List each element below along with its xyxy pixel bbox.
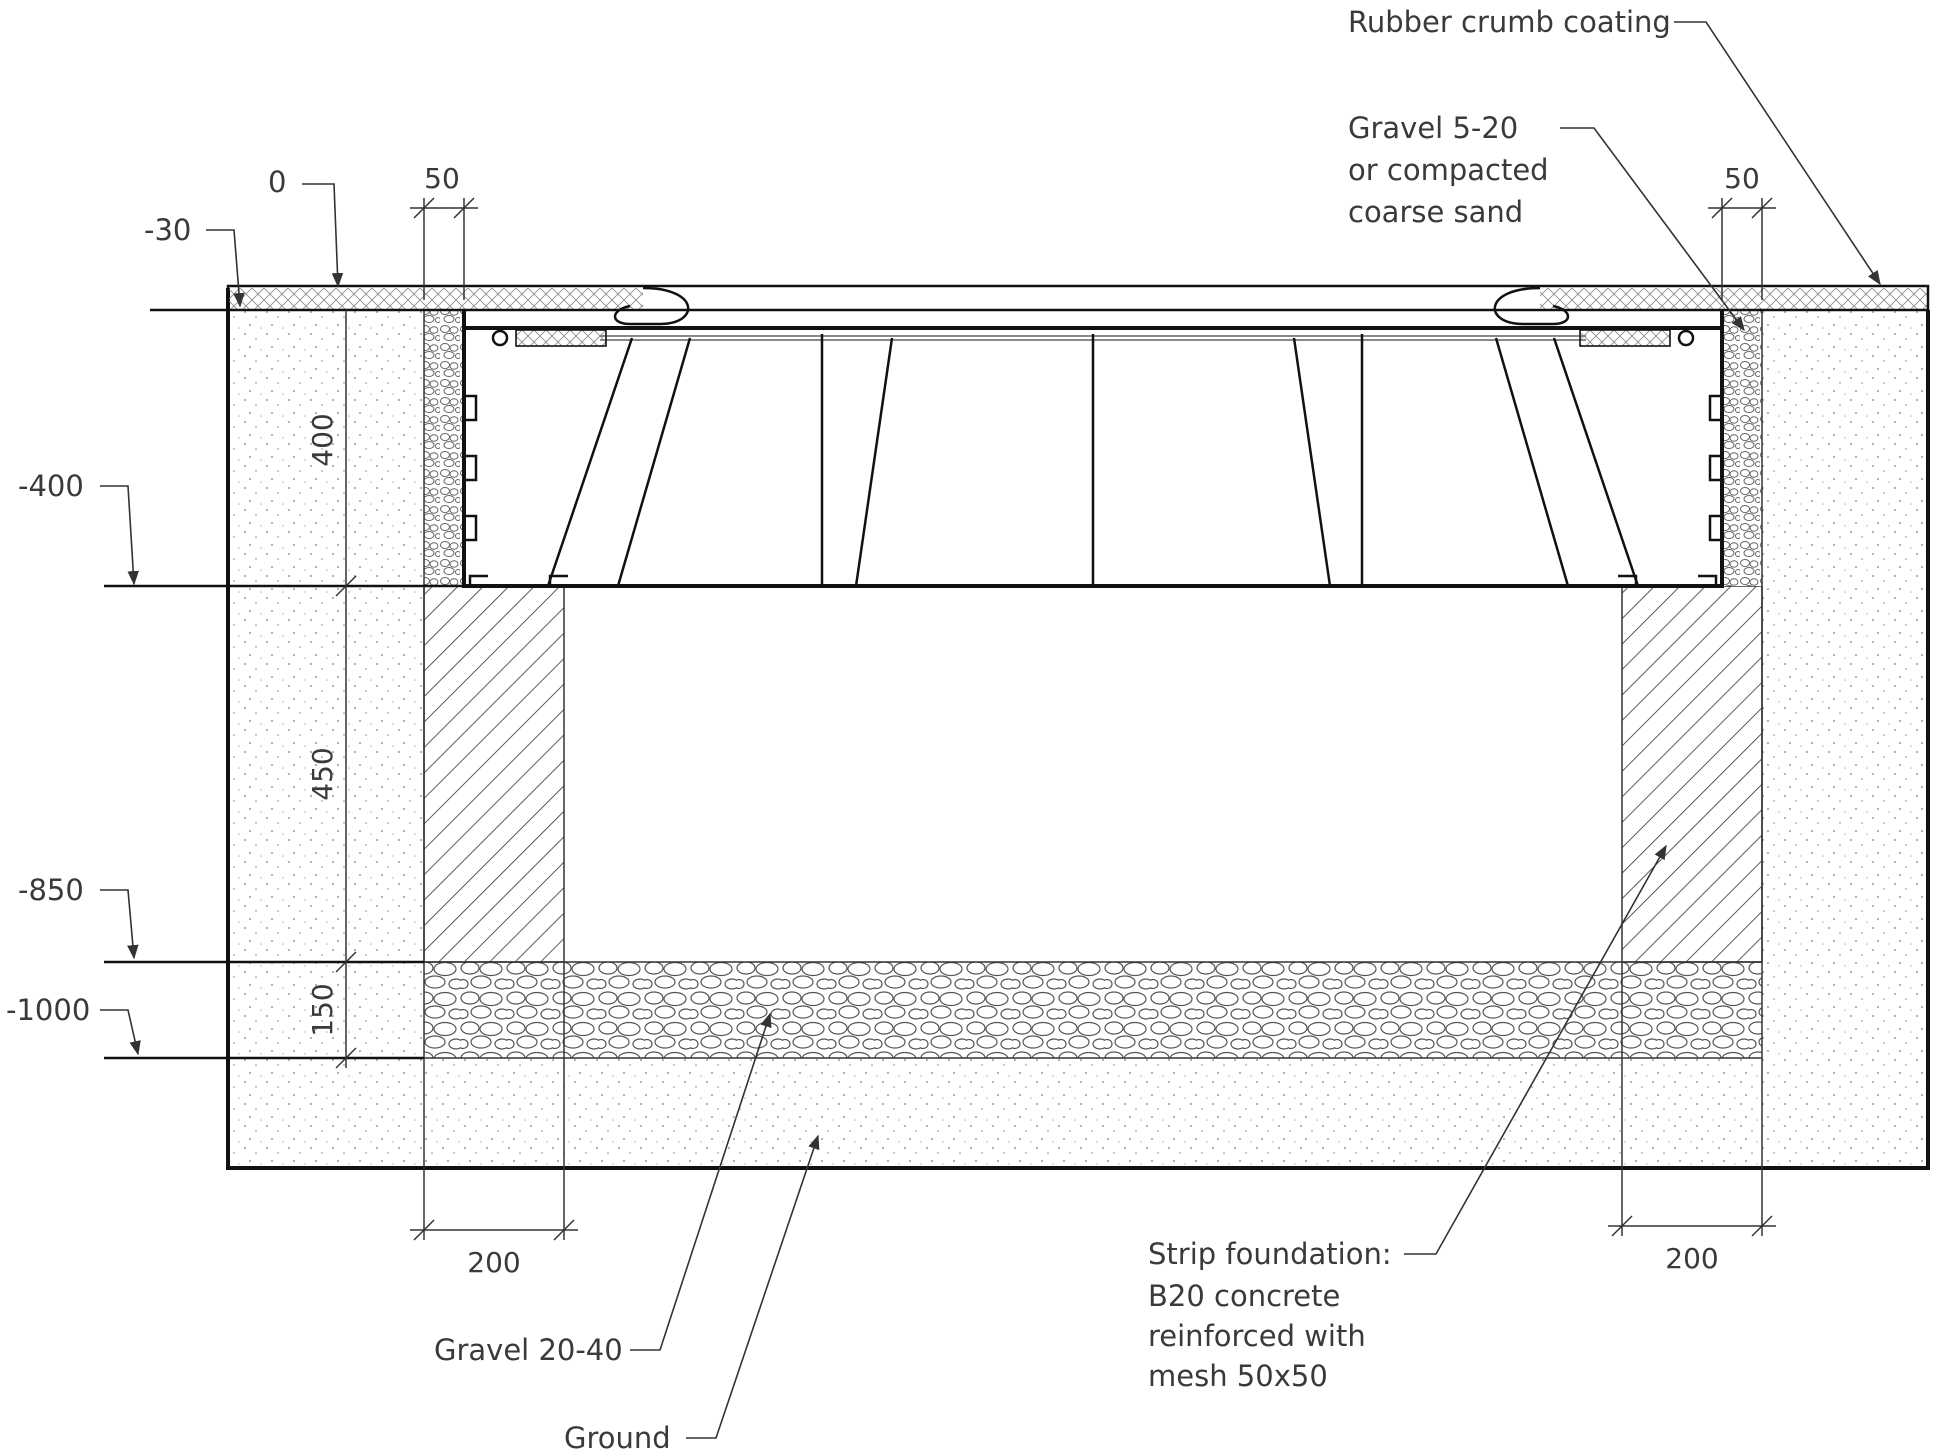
- level-minus1000-label: -1000: [6, 993, 90, 1027]
- bottom-dimensions: 200 200: [410, 962, 1776, 1279]
- vertical-dimensions: 400 450 150: [306, 310, 357, 1069]
- gravel-5-20-left: [423, 310, 464, 1058]
- label-ground: Ground: [564, 1421, 671, 1455]
- level-markers: 0 -30 -400 -850 -1000: [6, 165, 344, 1056]
- label-strip-line4: mesh 50x50: [1148, 1359, 1328, 1393]
- strip-foundation-left: [423, 585, 565, 963]
- label-gravel-5-20-line3: coarse sand: [1348, 195, 1523, 229]
- level-minus30-label: -30: [144, 213, 191, 247]
- level-minus850-label: -850: [18, 873, 84, 907]
- level-lines: [104, 308, 464, 1060]
- dim-top-left-50: 50: [424, 162, 460, 195]
- dim-top-right-50: 50: [1724, 162, 1760, 195]
- callouts: Rubber crumb coating Gravel 5-20 or comp…: [434, 5, 1881, 1455]
- dim-bottom-right-200: 200: [1665, 1242, 1718, 1275]
- label-gravel-20-40: Gravel 20-40: [434, 1333, 623, 1367]
- gravel-5-20-right: [1722, 310, 1763, 1058]
- dim-bottom-left-200: 200: [467, 1246, 520, 1279]
- label-strip-line3: reinforced with: [1148, 1319, 1366, 1353]
- trampoline-frame: [462, 310, 1724, 588]
- label-rubber-crumb: Rubber crumb coating: [1348, 5, 1671, 39]
- dim-400: 400: [306, 413, 339, 466]
- dim-450: 450: [306, 747, 339, 800]
- gravel-20-40-layer: [104, 961, 1762, 1059]
- top-dimensions: 50 50: [410, 162, 1776, 300]
- level-0-label: 0: [268, 165, 286, 199]
- dim-150: 150: [306, 983, 339, 1036]
- label-strip-line1: Strip foundation:: [1148, 1237, 1392, 1271]
- label-gravel-5-20-line2: or compacted: [1348, 153, 1549, 187]
- rubber-crumb-coating: [226, 284, 1930, 326]
- label-strip-line2: B20 concrete: [1148, 1279, 1340, 1313]
- level-minus400-label: -400: [18, 469, 84, 503]
- strip-foundation-right: [1621, 585, 1763, 963]
- label-gravel-5-20-line1: Gravel 5-20: [1348, 111, 1518, 145]
